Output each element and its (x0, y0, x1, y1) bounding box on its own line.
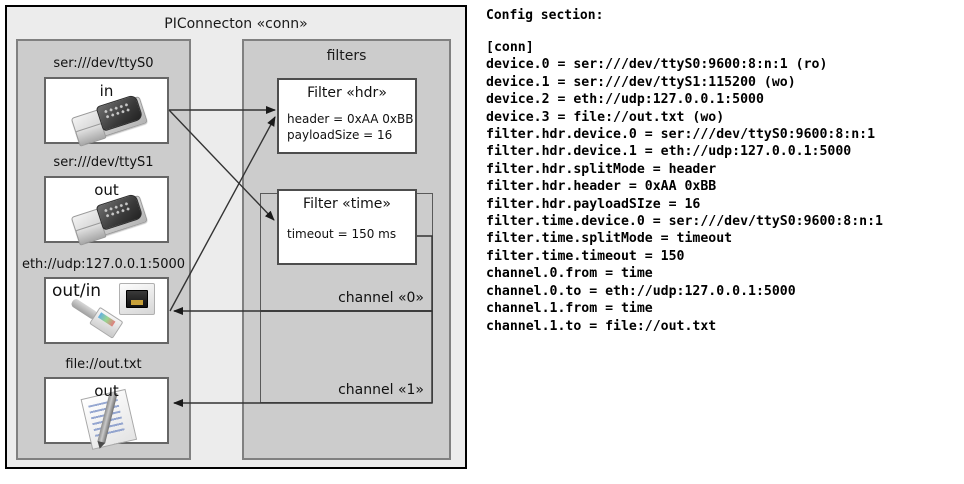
config-line: [conn] (486, 40, 534, 55)
device-direction-label: in (99, 82, 114, 100)
config-line: filter.time.device.0 = ser:///dev/ttyS0:… (486, 214, 883, 230)
filter-time-attr-timeout: timeout = 150 ms (287, 227, 397, 241)
channel-0-label: channel «0» (338, 290, 424, 306)
channel-1-label: channel «1» (338, 382, 424, 398)
device-label-file-out: file://out.txt (65, 357, 142, 372)
ethernet-jack-icon (119, 283, 155, 315)
config-line: filter.hdr.device.1 = eth://udp:127.0.0.… (486, 144, 852, 160)
device-label-ser-ttys0: ser:///dev/ttyS0 (53, 56, 154, 71)
filter-box-time[interactable]: Filter «time» timeout = 150 ms (277, 189, 417, 265)
filter-hdr-attr-payloadsize: payloadSize = 16 (287, 128, 393, 142)
diagram-title: PIConnecton «conn» (164, 16, 308, 32)
config-line: device.3 = file://out.txt (wo) (486, 109, 725, 125)
config-line: filter.hdr.payloadSIze = 16 (486, 196, 701, 212)
config-line: filter.time.timeout = 150 (486, 248, 685, 264)
config-line: device.2 = eth://udp:127.0.0.1:5000 (486, 92, 764, 108)
config-heading: Config section: (486, 8, 604, 23)
config-line: channel.0.to = eth://udp:127.0.0.1:5000 (486, 283, 796, 299)
device-box-file-out[interactable]: out (44, 377, 169, 450)
config-line: filter.hdr.splitMode = header (486, 161, 717, 177)
device-direction-label: out (94, 181, 119, 199)
config-line: channel.1.from = time (486, 301, 653, 317)
config-section: Config section: [conn] device.0 = ser:///… (482, 0, 964, 484)
config-line: channel.0.from = time (486, 266, 653, 282)
filter-hdr-attr-header: header = 0xAA 0xBB (287, 112, 414, 126)
filter-hdr-name: Filter «hdr» (307, 85, 387, 101)
filter-time-name: Filter «time» (303, 196, 391, 212)
device-box-eth-udp[interactable]: out/in (44, 277, 169, 344)
device-direction-label: out (94, 382, 119, 400)
architecture-diagram: PIConnecton «conn» ser:///dev/ttyS0 in s… (0, 0, 474, 474)
device-label-eth-udp: eth://udp:127.0.0.1:5000 (21, 257, 186, 272)
device-direction-label: out/in (52, 281, 102, 301)
config-line: filter.hdr.device.0 = ser:///dev/ttyS0:9… (486, 127, 876, 143)
config-line: device.1 = ser:///dev/ttyS1:115200 (wo) (486, 74, 796, 90)
config-line: filter.hdr.header = 0xAA 0xBB (486, 179, 717, 195)
config-line: device.0 = ser:///dev/ttyS0:9600:8:n:1 (… (486, 57, 828, 73)
filters-panel-title: filters (326, 48, 367, 64)
filter-box-hdr[interactable]: Filter «hdr» header = 0xAA 0xBB payloadS… (277, 78, 417, 154)
device-box-ser-ttys1[interactable]: out (44, 176, 169, 246)
config-line: channel.1.to = file://out.txt (486, 318, 717, 334)
config-line: filter.time.splitMode = timeout (486, 231, 733, 247)
device-label-ser-ttys1: ser:///dev/ttyS1 (53, 155, 154, 170)
channel-box-1[interactable]: channel «1» (260, 311, 433, 403)
device-box-ser-ttys0[interactable]: in (44, 77, 169, 147)
config-text: [conn] device.0 = ser:///dev/ttyS0:9600:8… (486, 39, 883, 335)
